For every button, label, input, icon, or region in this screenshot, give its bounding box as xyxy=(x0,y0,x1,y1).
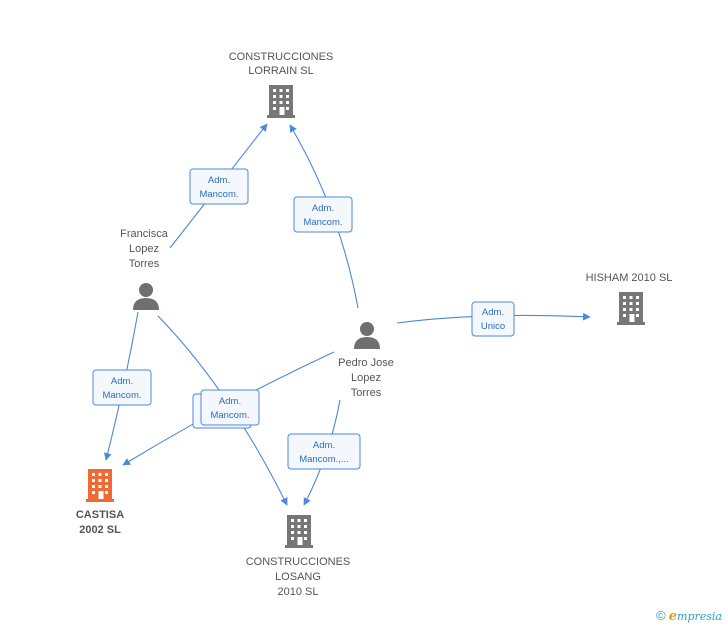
node-label-line: Torres xyxy=(351,387,382,399)
node-label-line: LORRAIN SL xyxy=(248,65,313,77)
edge-label-line: Mancom. xyxy=(210,410,249,421)
edge-label-line: Adm. xyxy=(312,203,334,214)
node-lorrain[interactable]: CONSTRUCCIONES LORRAIN SL xyxy=(229,51,334,118)
copyright-symbol: © xyxy=(656,608,666,623)
footer-brand[interactable]: ©empresia xyxy=(656,608,722,624)
edge-label-francisca-lorrain[interactable]: Adm. Mancom. xyxy=(189,168,249,205)
brand-logo-text: mpresia xyxy=(677,610,722,623)
edge-label-pedro-hisham[interactable]: Adm. Unico xyxy=(471,301,515,337)
node-pedro[interactable]: Pedro Jose Lopez Torres xyxy=(338,322,394,399)
node-label-line: Lopez xyxy=(129,243,159,255)
node-hisham[interactable]: HISHAM 2010 SL xyxy=(586,272,673,325)
edge-label-line: Mancom. xyxy=(102,390,141,401)
node-label-line: 2010 SL xyxy=(278,586,319,598)
node-label-line: 2002 SL xyxy=(79,524,121,536)
edge-label-line: Adm. xyxy=(208,175,230,186)
building-icon xyxy=(617,292,645,325)
node-castisa[interactable]: CASTISA 2002 SL xyxy=(76,469,124,536)
node-losang[interactable]: CONSTRUCCIONES LOSANG 2010 SL xyxy=(246,515,351,598)
person-icon xyxy=(133,283,159,310)
node-label-line: HISHAM 2010 SL xyxy=(586,272,673,284)
node-label-line: Lopez xyxy=(351,372,381,384)
edge-label-pedro-losang[interactable]: Adm. Mancom.,... xyxy=(287,433,361,470)
edge-label-line: Adm. xyxy=(111,376,133,387)
edge-label-francisca-castisa[interactable]: Adm. Mancom. xyxy=(92,369,152,406)
edge-label-pedro-lorrain[interactable]: Adm. Mancom. xyxy=(293,196,353,233)
edge-label-line: Unico xyxy=(481,321,505,332)
edge-label-line: Mancom. xyxy=(303,217,342,228)
building-icon xyxy=(285,515,313,548)
node-label-line: Francisca xyxy=(120,228,169,240)
person-icon xyxy=(354,322,380,349)
node-label-line: CONSTRUCCIONES xyxy=(246,556,351,568)
edge-label-line: Adm. xyxy=(313,440,335,451)
brand-logo-e: e xyxy=(668,609,678,624)
building-icon xyxy=(86,469,114,502)
node-label-line: Torres xyxy=(129,258,160,270)
node-francisca[interactable]: Francisca Lopez Torres xyxy=(120,228,169,310)
edge-label-pedro-castisa[interactable]: Adm. Mancom. xyxy=(200,389,260,426)
edge-label-line: Mancom. xyxy=(199,189,238,200)
node-label-line: CONSTRUCCIONES xyxy=(229,51,334,63)
node-label-line: Pedro Jose xyxy=(338,357,394,369)
edge-label-line: Adm. xyxy=(219,396,241,407)
node-label-line: LOSANG xyxy=(275,571,321,583)
node-label-line: CASTISA xyxy=(76,509,124,521)
edge-label-line: Mancom.,... xyxy=(299,454,349,465)
building-icon xyxy=(267,85,295,118)
edge-label-line: Adm. xyxy=(482,307,504,318)
